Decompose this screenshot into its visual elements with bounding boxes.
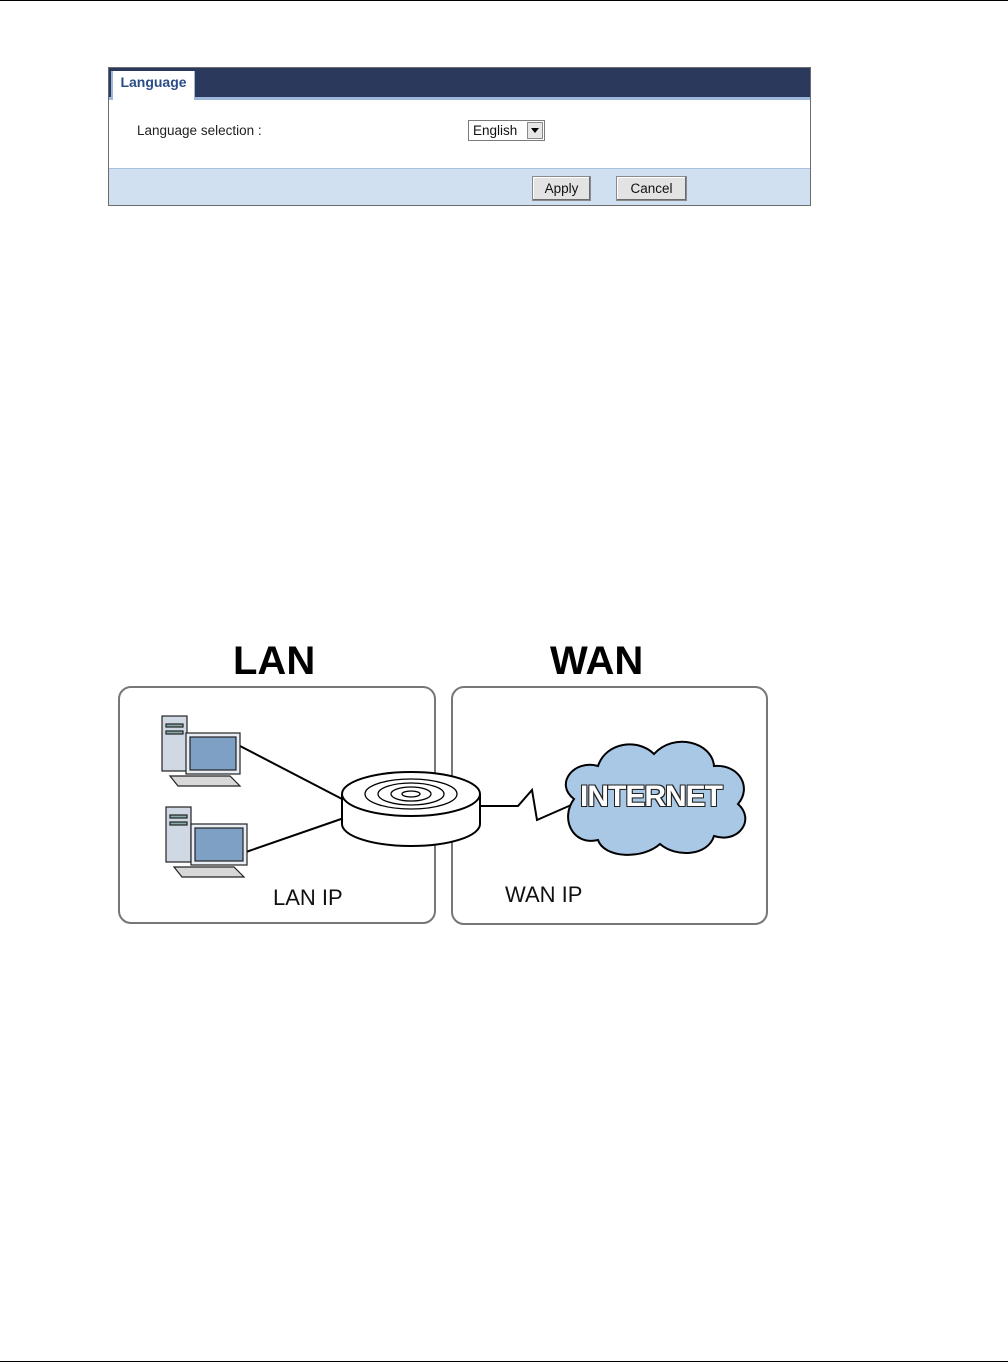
panel-header-underline	[109, 97, 810, 100]
page-bottom-rule	[0, 1361, 1008, 1362]
router-icon	[342, 772, 480, 846]
language-select-value: English	[473, 123, 517, 138]
wan-ip-label: WAN IP	[505, 882, 582, 908]
lan-title: LAN	[233, 639, 315, 684]
language-selection-label: Language selection :	[137, 123, 262, 138]
wan-title: WAN	[550, 639, 643, 684]
cancel-button[interactable]: Cancel	[616, 176, 687, 201]
lan-ip-label: LAN IP	[273, 885, 343, 911]
tab-language[interactable]: Language	[111, 71, 195, 100]
panel-footer: Apply Cancel	[109, 168, 810, 205]
language-panel: Language Language selection : English Ap…	[108, 67, 811, 206]
page-top-rule	[0, 0, 1008, 1]
network-diagram: LAN WAN INTERNET LAN IP WAN IP	[108, 634, 773, 930]
chevron-down-icon[interactable]	[527, 122, 543, 139]
apply-button[interactable]: Apply	[532, 176, 591, 201]
internet-label: INTERNET	[580, 780, 722, 814]
language-select[interactable]: English	[468, 120, 545, 141]
panel-header-bar	[109, 68, 810, 97]
